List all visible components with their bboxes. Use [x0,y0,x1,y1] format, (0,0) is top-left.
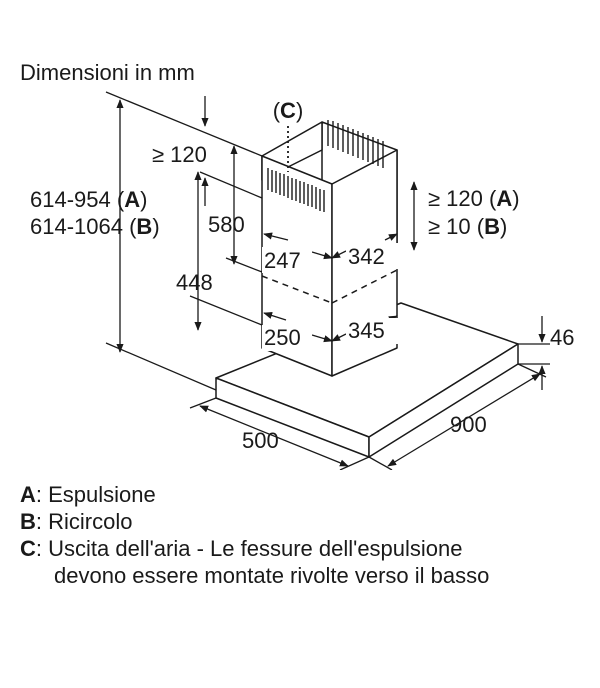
clearance-a-label: ≥ 120 (A) [428,186,520,211]
air-outlet-slots [267,120,384,212]
lower-height-label: 448 [176,270,213,295]
depth-extension [189,397,217,409]
label-mask [346,243,398,269]
extension-line [105,342,217,391]
chimney-split-line [261,275,333,304]
top-clearance-label: ≥ 120 [152,142,207,167]
extension-line [189,295,263,326]
upper-depth-arrow [331,250,347,259]
upper-depth-arrow-right [384,233,398,241]
legend-item-b: B: Ricircolo [20,508,489,535]
canopy-thickness-label: 46 [550,325,574,350]
depth-extension [339,456,370,470]
clearance-b-label: ≥ 10 (B) [428,214,507,239]
legend-key: B [20,509,36,534]
dimension-lines [105,91,550,470]
width-dimension [387,373,541,467]
air-outlet-label: (C) [273,98,304,123]
hood-dimension-drawing: Dimensioni in mm [20,60,574,470]
width-label: 900 [450,412,487,437]
legend-key: A [20,482,36,507]
upper-width-arrow [263,232,289,241]
lower-depth-arrow [331,333,347,342]
legend-key: C [20,536,36,561]
upper-height-label: 580 [208,212,245,237]
legend-text: : Uscita dell'aria - Le fessure dell'esp… [35,536,463,561]
lower-width-arrow-right [311,334,333,343]
upper-width-label: 247 [264,248,301,273]
total-height-a-label: 614-954 (A) [30,187,147,212]
upper-width-arrow-right [311,251,333,260]
lower-width-arrow [263,312,287,321]
lower-depth-label: 345 [348,318,385,343]
depth-dimension [199,405,349,467]
diagram-title: Dimensioni in mm [20,60,195,85]
depth-label: 500 [242,428,279,453]
legend-item-a: A: Espulsione [20,481,489,508]
label-mask [262,325,312,351]
chimney-split-line-side [331,269,398,304]
width-extension [368,456,393,470]
label-mask [346,318,398,344]
total-height-b-label: 614-1064 (B) [30,214,160,239]
upper-depth-label: 342 [348,244,385,269]
legend-item-c-continuation: devono essere montate rivolte verso il b… [54,563,490,588]
extension-line [199,171,263,199]
label-mask [262,247,312,273]
legend-item-c: C: Uscita dell'aria - Le fessure dell'es… [20,535,489,562]
extension-line [225,257,263,273]
legend-text: : Ricircolo [35,509,133,534]
legend-text: : Espulsione [35,482,156,507]
lower-width-label: 250 [264,325,301,350]
width-extension [517,363,547,378]
legend: A: Espulsione B: Ricircolo C: Uscita del… [20,481,489,589]
